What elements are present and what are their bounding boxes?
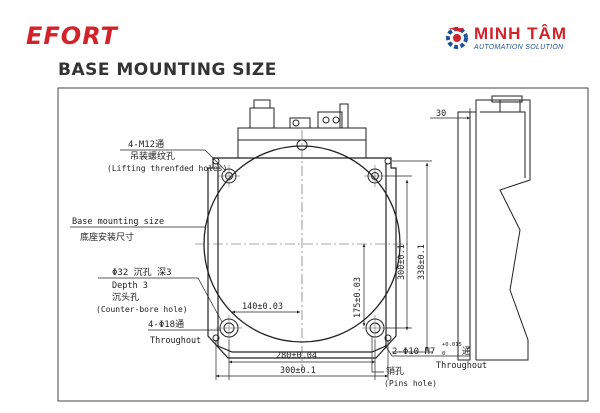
efort-logo: EFORT [26, 22, 118, 50]
gear-icon [446, 27, 468, 49]
through-hole-label-1: 4-Φ18通 [148, 319, 184, 330]
base-size-en-label: Base mounting size [72, 217, 164, 227]
through-hole-label-2: Throughout [150, 336, 201, 346]
counterbore-label-2: Depth 3 [112, 281, 148, 291]
pin-hole-sub: 0 [442, 351, 445, 357]
pin-hole-cn-label: 销孔 [386, 365, 404, 377]
lifting-cn-label: 4-M12通 [128, 139, 164, 150]
pin-hole-label-1: 2-Φ10 H7 [392, 347, 435, 357]
minh-tam-logo: MINH TÂM AUTOMATION SOLUTION [444, 22, 584, 54]
dim-140: 140±0.03 [242, 302, 283, 312]
dim-338-vertical: 338±0.1 [417, 244, 427, 280]
lifting-en-label: (Lifting threnfded holes) [107, 164, 227, 173]
base-size-cn-label: 底座安装尺寸 [80, 231, 134, 243]
pin-hole-en-label: (Pins hole) [384, 379, 437, 388]
counterbore-label-4: (Counter-bore hole) [96, 305, 188, 314]
pin-hole-tong: 通 [462, 346, 471, 357]
logo-sub-text: AUTOMATION SOLUTION [474, 44, 564, 51]
dim-175: 175±0.03 [353, 277, 363, 318]
dim-30: 30 [436, 109, 446, 119]
counterbore-label-3: 沉头孔 [112, 292, 139, 303]
dim-300-horizontal: 300±0.1 [280, 366, 316, 376]
centre-lines [195, 130, 410, 370]
page-title: BASE MOUNTING SIZE [58, 60, 277, 80]
logo-main-text: MINH TÂM [474, 24, 567, 43]
counterbore-label-1: Φ32 沉孔 深3 [112, 267, 172, 278]
dim-280: 280±0.04 [276, 351, 317, 361]
lifting-cn2-label: 吊装螺纹孔 [130, 150, 175, 162]
dim-300-vertical: 300±0.1 [397, 244, 407, 280]
drawing-frame [57, 87, 589, 402]
pin-hole-label-2: Throughout [436, 361, 487, 371]
side-view [457, 95, 531, 361]
pin-hole-sup: +0.015 [442, 342, 462, 348]
